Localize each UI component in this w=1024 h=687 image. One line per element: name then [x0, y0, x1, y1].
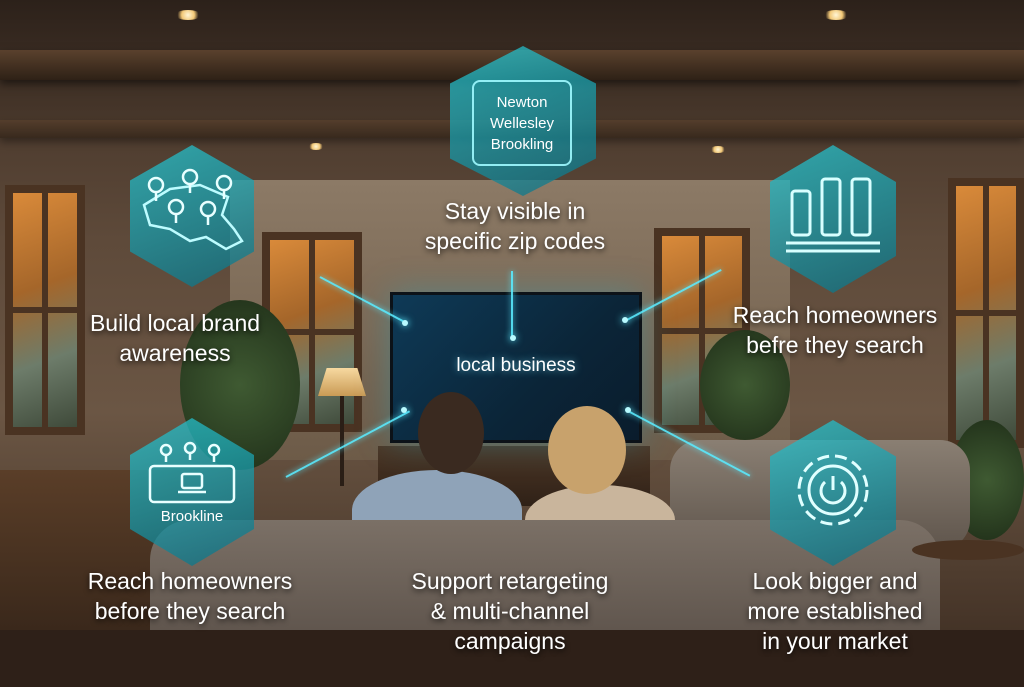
- caption-line: befre they search: [746, 332, 924, 358]
- caption-line: Build local brand: [89, 310, 261, 336]
- caption-line: awareness: [119, 340, 231, 366]
- caption-line: Reach homeowners: [732, 302, 938, 328]
- map-pins-icon: [142, 168, 244, 251]
- ceiling-light: [175, 10, 201, 20]
- connector-dot: [510, 335, 516, 341]
- side-table: [912, 540, 1024, 560]
- caption-line: Reach homeowners: [87, 568, 293, 594]
- caption-line: & multi-channel: [430, 598, 590, 624]
- connector-dot: [401, 407, 407, 413]
- woman-head: [548, 406, 626, 494]
- bar-chart-icon: [786, 177, 880, 253]
- ceiling-light: [823, 10, 849, 20]
- caption-retargeting: Support retargeting & multi-channel camp…: [370, 566, 650, 656]
- zip-line: Newton: [496, 93, 548, 111]
- zip-line: Brookling: [490, 135, 554, 153]
- brookline-label: Brookline: [160, 508, 224, 525]
- caption-line: before they search: [94, 598, 286, 624]
- caption-line: in your market: [762, 628, 908, 654]
- caption-line: more established: [747, 598, 923, 624]
- connector-dot: [622, 317, 628, 323]
- caption-line: campaigns: [454, 628, 566, 654]
- caption-reach-homeowners-right: Reach homeowners befre they search: [690, 300, 980, 360]
- window: [5, 185, 85, 435]
- caption-line: Support retargeting: [411, 568, 609, 594]
- plant: [700, 330, 790, 440]
- window: [948, 178, 1024, 448]
- connector-line: [511, 271, 513, 339]
- zip-line: Wellesley: [490, 114, 554, 132]
- floor-lamp-pole: [340, 396, 344, 486]
- floor-lamp-shade: [318, 368, 366, 396]
- man-head: [418, 392, 484, 474]
- connector-dot: [625, 407, 631, 413]
- zip-codes-tag: Newton Wellesley Brookling: [472, 80, 572, 166]
- power-gear-icon: [797, 454, 869, 526]
- floor: [0, 630, 1024, 687]
- location-board-icon: [148, 441, 236, 504]
- ceiling-light: [308, 143, 324, 150]
- caption-line: specific zip codes: [424, 228, 606, 254]
- caption-line: Stay visible in: [444, 198, 586, 224]
- caption-brand-awareness: Build local brand awareness: [60, 308, 290, 368]
- caption-line: Look bigger and: [752, 568, 918, 594]
- caption-reach-homeowners-left: Reach homeowners before they search: [40, 566, 340, 626]
- ceiling-light: [710, 146, 726, 153]
- caption-look-bigger: Look bigger and more established in your…: [700, 566, 970, 656]
- connector-dot: [402, 320, 408, 326]
- caption-zip-codes: Stay visible in specific zip codes: [390, 196, 640, 256]
- tv-screen-label: local business: [456, 355, 576, 376]
